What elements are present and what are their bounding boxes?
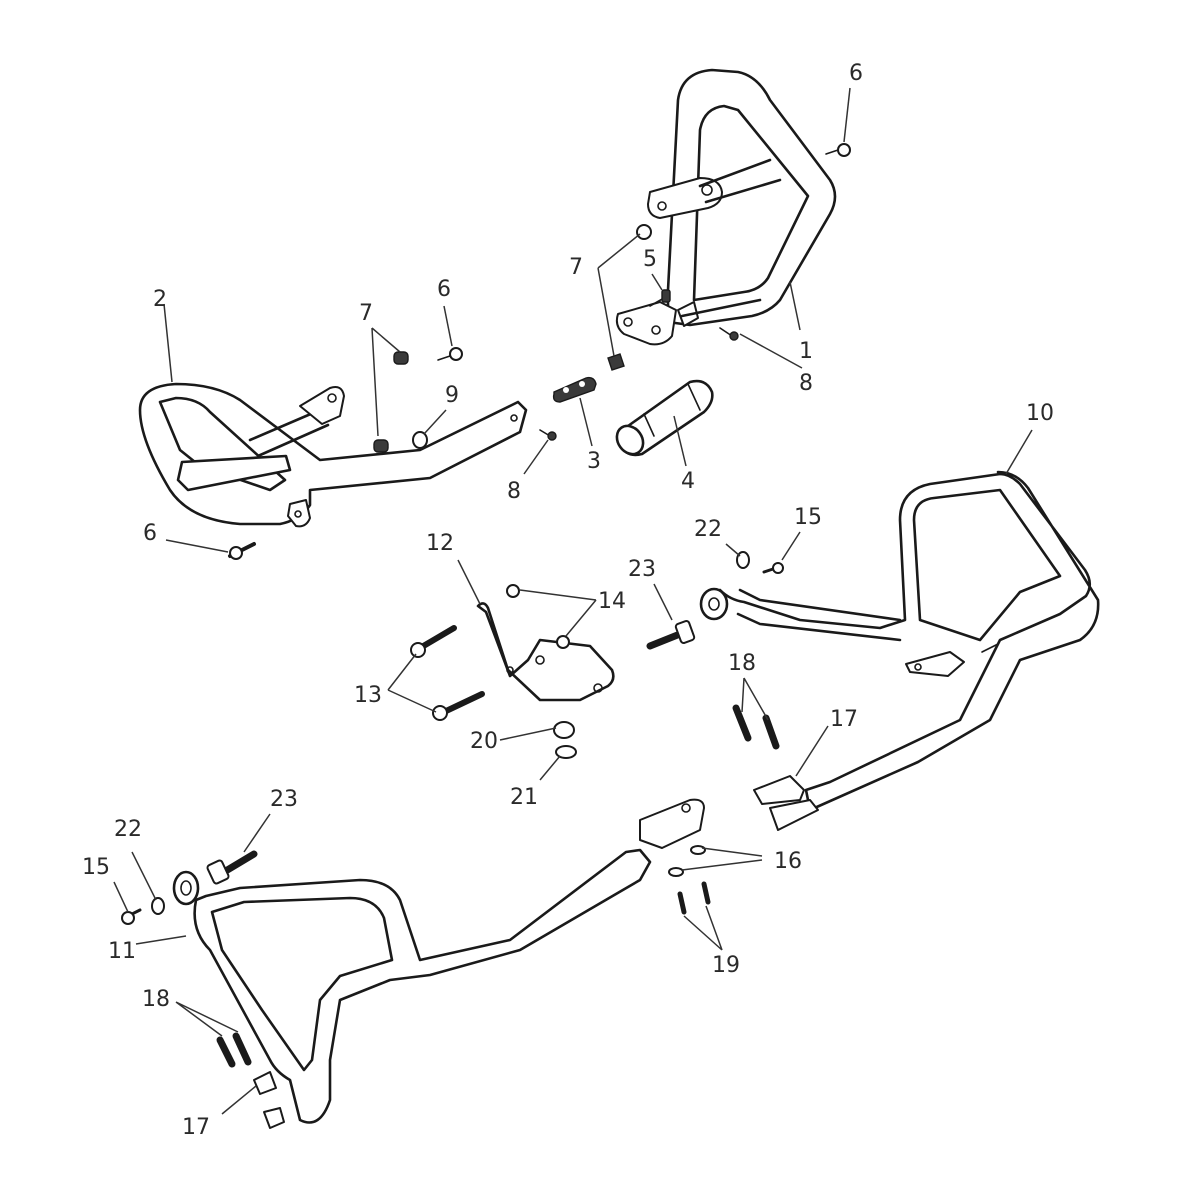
part-13-bolts xyxy=(410,625,485,721)
part-1-upper-crash-bar xyxy=(615,68,837,346)
callout-22-right: 22 xyxy=(694,517,722,542)
part-8-screws xyxy=(539,327,739,441)
callout-8-left: 8 xyxy=(507,479,521,504)
callout-14: 14 xyxy=(598,589,626,614)
callout-5: 5 xyxy=(643,247,657,272)
callout-21: 21 xyxy=(510,785,538,810)
callout-6-lower-left: 6 xyxy=(143,521,157,546)
callout-16: 16 xyxy=(774,849,802,874)
callout-19: 19 xyxy=(712,953,740,978)
part-17-clamps xyxy=(253,775,805,1095)
part-5-bolt xyxy=(649,289,671,307)
callout-23-right: 23 xyxy=(628,557,656,582)
part-18-bolts xyxy=(216,704,780,1068)
callout-23-left: 23 xyxy=(270,787,298,812)
callout-22-left: 22 xyxy=(114,817,142,842)
callout-17-right: 17 xyxy=(830,707,858,732)
part-16-washers xyxy=(668,845,706,877)
callout-13: 13 xyxy=(354,683,382,708)
callout-9: 9 xyxy=(445,383,459,408)
part-21-washer xyxy=(555,745,577,759)
callout-11: 11 xyxy=(108,939,136,964)
callout-20: 20 xyxy=(470,729,498,754)
part-10-right-lower-crash-bar xyxy=(699,470,1100,831)
callout-1: 1 xyxy=(799,339,813,364)
callout-18-left: 18 xyxy=(142,987,170,1012)
callout-6-middle: 6 xyxy=(437,277,451,302)
part-3-spacer-plate xyxy=(552,376,597,403)
callout-15-right: 15 xyxy=(794,505,822,530)
callout-15-left: 15 xyxy=(82,855,110,880)
part-15-screws xyxy=(121,562,784,925)
part-12-mounting-bracket xyxy=(476,602,615,702)
leader-lines xyxy=(113,87,1033,1115)
part-19-bolts xyxy=(677,881,711,915)
callout-labels: 1 2 3 4 5 6 6 6 7 7 8 8 9 10 11 12 13 14… xyxy=(82,61,1054,1140)
callout-2: 2 xyxy=(153,287,167,312)
part-11-left-lower-crash-bar xyxy=(172,798,705,1129)
callout-10: 10 xyxy=(1026,401,1054,426)
part-6-bolts xyxy=(228,143,851,560)
part-7-plugs xyxy=(373,224,652,453)
part-2-left-crash-bar xyxy=(138,382,528,528)
callout-8-right: 8 xyxy=(799,371,813,396)
callout-3: 3 xyxy=(587,449,601,474)
part-9-spacer xyxy=(412,431,428,449)
callout-12: 12 xyxy=(426,531,454,556)
part-20-bush xyxy=(553,721,575,739)
callout-18-right: 18 xyxy=(728,651,756,676)
callout-6-upper-right: 6 xyxy=(849,61,863,86)
callout-17-left: 17 xyxy=(182,1115,210,1140)
callout-4: 4 xyxy=(681,469,695,494)
callout-7-right: 7 xyxy=(569,255,583,280)
part-14-nuts xyxy=(506,584,570,649)
part-23-pins xyxy=(206,620,696,885)
part-4-bar-end-slider xyxy=(615,379,714,457)
callout-7-left: 7 xyxy=(359,301,373,326)
